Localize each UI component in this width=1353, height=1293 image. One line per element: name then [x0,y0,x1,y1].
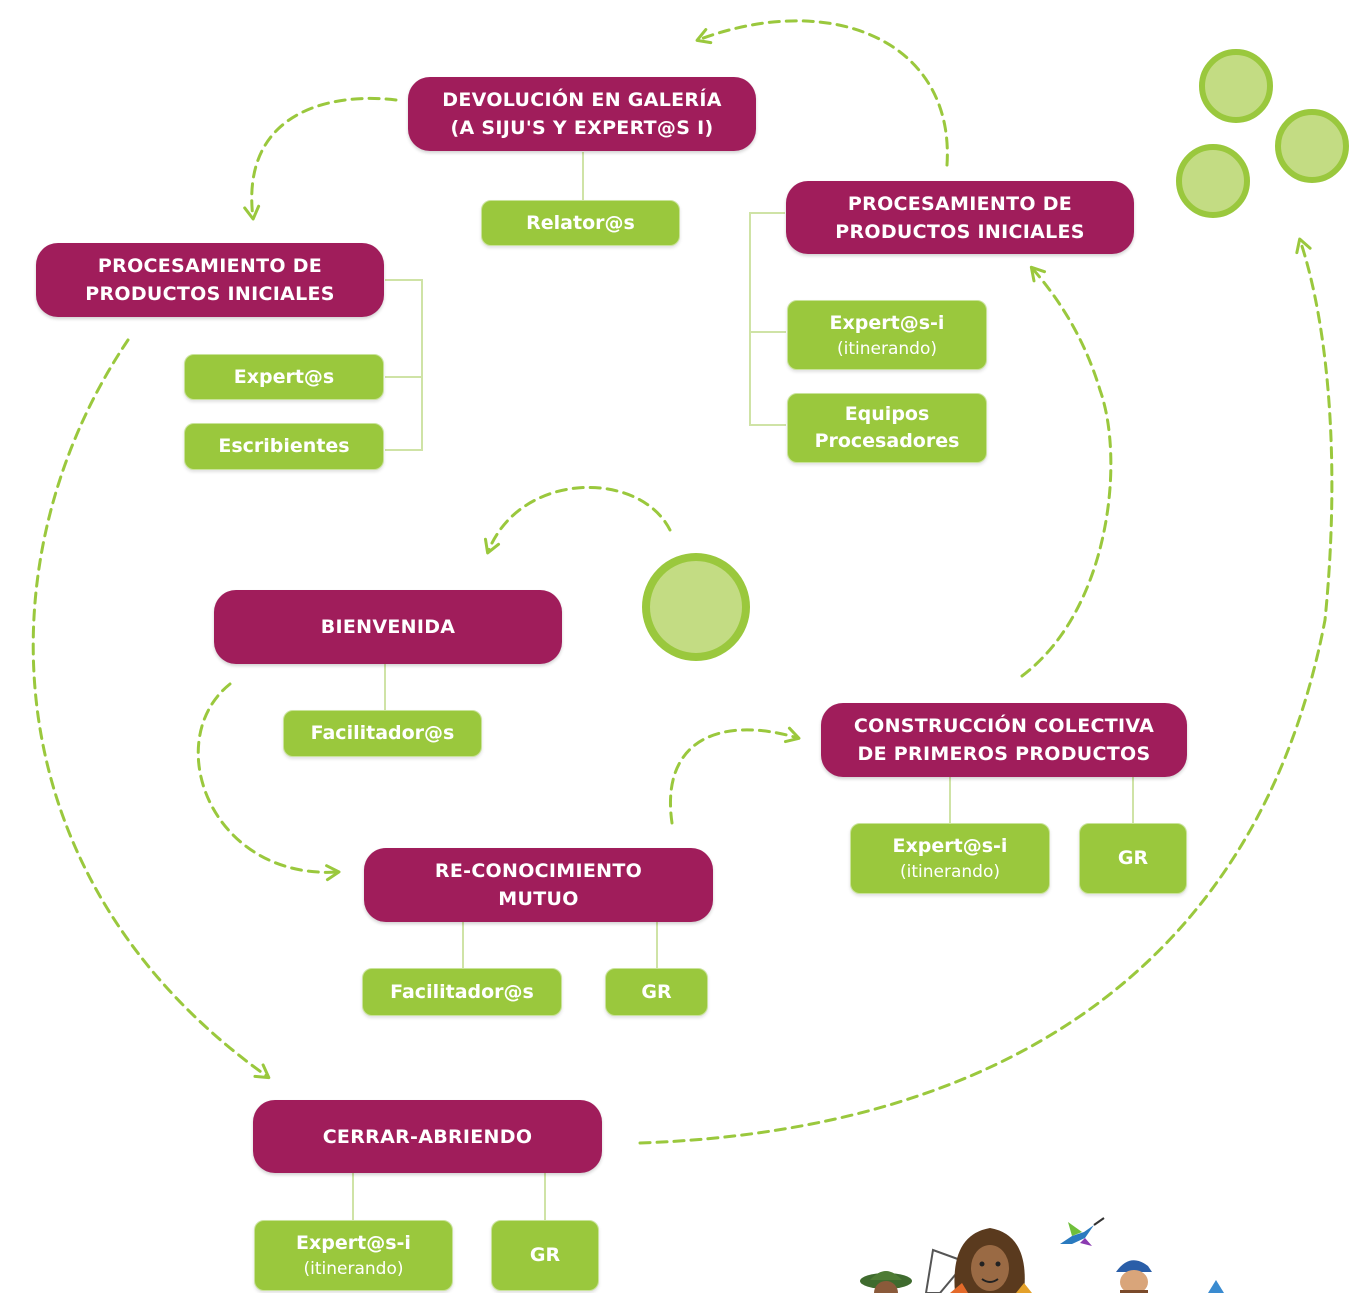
role-escribientes-label: Escribientes [218,435,350,457]
role-gr-reconocimiento-label: GR [641,980,672,1003]
role-facilitadores-bienvenida: Facilitador@s [283,710,482,757]
decorative-circles [642,49,1349,661]
node-procesamiento-right-line2: PRODUCTOS INICIALES [835,220,1085,243]
arrow-circle-to-bienvenida [483,485,672,555]
connector-procesamiento-left [385,279,423,451]
role-expertos-i-cerrar-sub: (itinerando) [303,1259,404,1279]
bird-icon [1208,1280,1224,1293]
node-reconocimiento-mutuo: RE-CONOCIMIENTO MUTUO [364,848,713,922]
node-procesamiento-right: PROCESAMIENTO DE PRODUCTOS INICIALES [786,181,1134,254]
node-construccion-line1: CONSTRUCCIÓN COLECTIVA [853,715,1155,737]
role-expertos-i-right-sub: (itinerando) [837,338,937,359]
role-escribientes: Escribientes [184,423,384,470]
person-dreadlocks-icon [950,1228,1032,1293]
node-procesamiento-left-line2: PRODUCTOS INICIALES [85,283,335,305]
node-procesamiento-left-line1: PROCESAMIENTO DE [97,255,323,277]
role-relatores-label: Relator@s [526,211,635,234]
arrow-devolucion-to-procesamiento-left [243,96,398,221]
node-procesamiento-left: PROCESAMIENTO DE PRODUCTOS INICIALES [36,243,384,317]
role-expertos-i-construccion-label: Expert@s-i [892,835,1008,857]
role-expertos-left: Expert@s [184,354,384,400]
node-devolucion-line2: (A SIJU'S Y EXPERT@S I) [450,117,714,139]
node-construccion-line2: DE PRIMEROS PRODUCTOS [857,743,1151,765]
role-facilitadores-reconocimiento-label: Facilitador@s [390,980,534,1003]
circle-top-3 [1176,144,1250,218]
role-facilitadores-reconocimiento: Facilitador@s [362,968,562,1016]
role-facilitadores-bienvenida-label: Facilitador@s [310,722,455,744]
node-devolucion-en-galeria: DEVOLUCIÓN EN GALERÍA (A SIJU'S Y EXPERT… [408,77,756,151]
node-construccion-colectiva: CONSTRUCCIÓN COLECTIVA DE PRIMEROS PRODU… [821,703,1187,777]
flow-arrows [31,19,1334,1145]
hummingbird-icon [1060,1217,1105,1246]
role-relatores: Relator@s [481,200,680,246]
role-expertos-i-right-label: Expert@s-i [829,311,945,334]
role-equipos-procesadores: Equipos Procesadores [787,393,987,463]
role-gr-cerrar-label: GR [529,1244,561,1266]
arrow-procesamiento-left-to-cerrar [31,338,271,1080]
connectors [352,152,1134,1220]
role-equipos-label2: Procesadores [814,430,960,452]
role-gr-cerrar: GR [491,1220,599,1291]
person-hat-icon [860,1271,912,1293]
people-illustration [860,1217,1224,1293]
role-gr-construccion: GR [1079,823,1187,894]
arrow-reconocimiento-to-construccion [669,726,801,825]
node-bienvenida-line1: BIENVENIDA [320,616,456,638]
circle-top-2 [1275,109,1349,183]
node-reconocimiento-line1: RE-CONOCIMIENTO [434,860,643,882]
node-cerrar-line1: CERRAR-ABRIENDO [322,1125,533,1148]
node-reconocimiento-line2: MUTUO [498,888,579,910]
role-expertos-left-label: Expert@s [233,365,335,388]
node-bienvenida: BIENVENIDA [214,590,562,664]
node-devolucion-line1: DEVOLUCIÓN EN GALERÍA [442,89,722,111]
arrow-construccion-to-procesamiento-right [1020,265,1113,678]
role-equipos-label: Equipos [844,403,930,425]
role-expertos-i-cerrar: Expert@s-i (itinerando) [254,1220,453,1291]
role-expertos-i-construccion: Expert@s-i (itinerando) [850,823,1050,894]
connector-procesamiento-right [749,212,786,426]
arrow-procesamiento-right-to-devolucion [695,19,949,167]
circle-center [642,553,750,661]
role-gr-construccion-label: GR [1117,847,1149,869]
node-cerrar-abriendo: CERRAR-ABRIENDO [253,1100,602,1173]
arrow-cerrar-to-circles [638,237,1334,1145]
node-procesamiento-right-line1: PROCESAMIENTO DE [847,192,1073,215]
role-expertos-i-construccion-sub: (itinerando) [900,862,1000,882]
arrow-bienvenida-to-reconocimiento [196,682,341,882]
role-expertos-i-right: Expert@s-i (itinerando) [787,300,987,370]
role-expertos-i-cerrar-label: Expert@s-i [296,1232,411,1254]
role-gr-reconocimiento: GR [605,968,708,1016]
person-cap-icon [1116,1260,1152,1293]
circle-top-1 [1199,49,1273,123]
